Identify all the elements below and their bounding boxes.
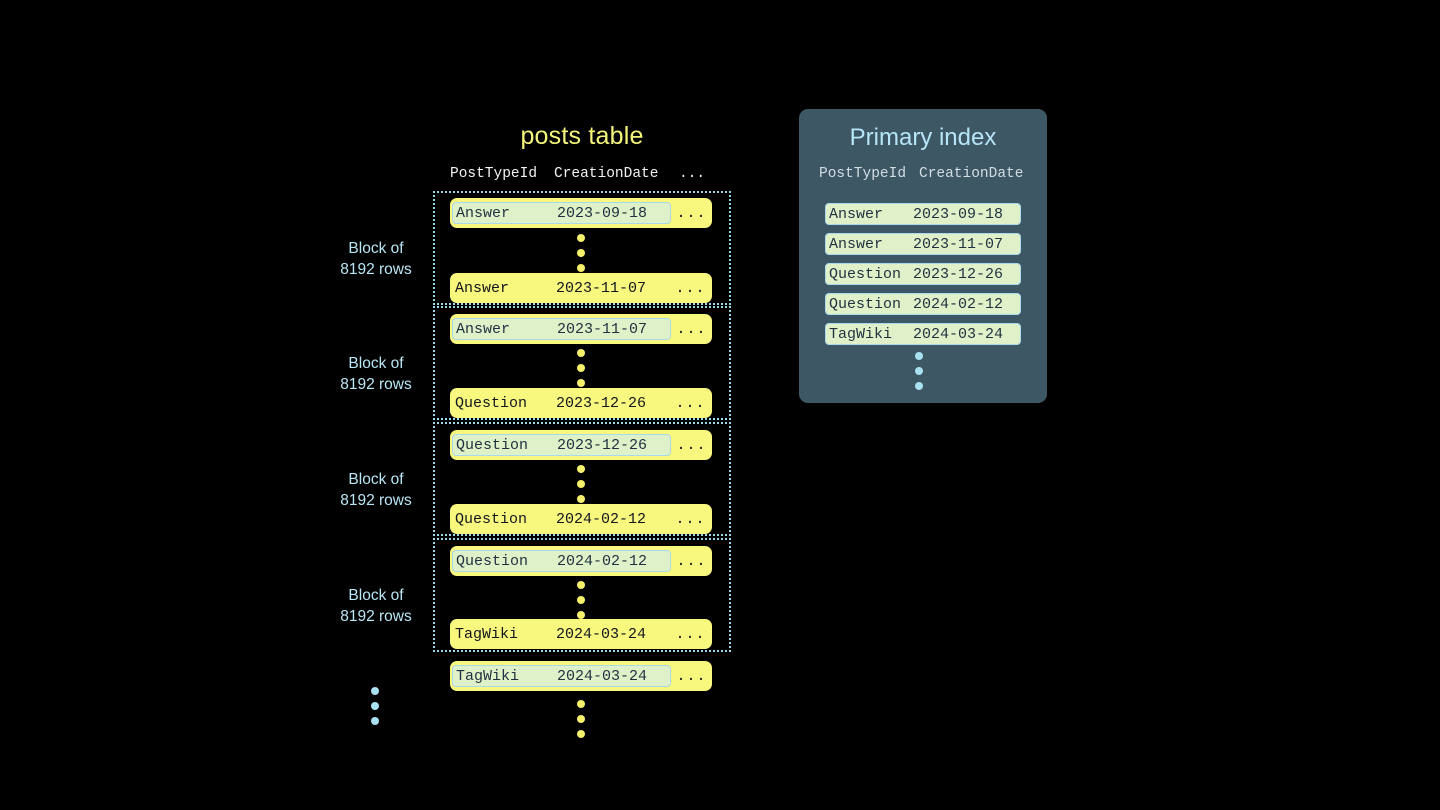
row-ellipsis: ... (675, 510, 706, 528)
pi-column-header-posttypeid: PostTypeId (819, 166, 907, 182)
row-creation-date: 2023-11-07 (556, 279, 647, 297)
row-creation-date: 2024-03-24 (557, 667, 648, 685)
block-3-label: Block of 8192 rows (306, 469, 446, 511)
block-4-label-line1: Block of (348, 587, 404, 604)
primary-index-panel: Primary index PostTypeId CreationDate An… (799, 109, 1047, 403)
block-4 (433, 538, 731, 652)
table-row: Answer 2023-11-07 ... (450, 314, 712, 344)
block-2 (433, 306, 731, 420)
row-post-type-id: Question (455, 394, 528, 412)
pi-creation-date: 2024-02-12 (913, 295, 1004, 313)
table-row: Question 2024-02-12 ... (450, 504, 712, 534)
row-post-type-id: TagWiki (456, 667, 520, 685)
list-item: Question 2024-02-12 (825, 293, 1021, 315)
row-creation-date: 2024-02-12 (557, 552, 648, 570)
row-post-type-id: Answer (455, 279, 510, 297)
primary-index-continuation-dots (913, 352, 925, 390)
row-gap-ellipsis-dots (575, 349, 587, 387)
primary-index-title: Primary index (849, 124, 997, 151)
row-ellipsis: ... (675, 394, 706, 412)
pi-post-type-id: Question (829, 265, 902, 283)
block-3-label-line2: 8192 rows (340, 492, 412, 509)
pi-creation-date: 2023-09-18 (913, 205, 1004, 223)
list-item: Answer 2023-09-18 (825, 203, 1021, 225)
block-2-label-line1: Block of (348, 355, 404, 372)
list-item: Question 2023-12-26 (825, 263, 1021, 285)
row-post-type-id: Question (456, 552, 529, 570)
table-row: Question 2023-12-26 ... (450, 388, 712, 418)
blocks-continuation-dots (369, 687, 381, 725)
block-1-label-line1: Block of (348, 240, 404, 257)
row-ellipsis: ... (676, 667, 707, 685)
row-gap-ellipsis-dots (575, 234, 587, 272)
row-post-type-id: Question (455, 510, 528, 528)
row-ellipsis: ... (676, 204, 707, 222)
block-4-label: Block of 8192 rows (306, 585, 446, 627)
row-ellipsis: ... (676, 320, 707, 338)
block-4-label-line2: 8192 rows (340, 608, 412, 625)
block-3 (433, 422, 731, 536)
posts-table-title: posts table (520, 122, 644, 150)
block-1 (433, 191, 731, 305)
block-3-label-line1: Block of (348, 471, 404, 488)
row-ellipsis: ... (675, 625, 706, 643)
row-creation-date: 2024-03-24 (556, 625, 647, 643)
row-post-type-id: TagWiki (455, 625, 519, 643)
posts-table-column-headers: PostTypeId CreationDate ... (450, 166, 714, 182)
row-post-type-id: Answer (456, 320, 511, 338)
row-ellipsis: ... (676, 436, 707, 454)
table-row: TagWiki 2024-03-24 ... (450, 619, 712, 649)
pi-post-type-id: Answer (829, 235, 884, 253)
column-header-ellipsis: ... (678, 166, 706, 182)
block-1-label: Block of 8192 rows (306, 238, 446, 280)
pi-post-type-id: Answer (829, 205, 884, 223)
row-creation-date: 2024-02-12 (556, 510, 647, 528)
pi-creation-date: 2023-12-26 (913, 265, 1004, 283)
block-2-label-line2: 8192 rows (340, 376, 412, 393)
list-item: Answer 2023-11-07 (825, 233, 1021, 255)
block-2-label: Block of 8192 rows (306, 353, 446, 395)
row-creation-date: 2023-12-26 (557, 436, 648, 454)
row-creation-date: 2023-09-18 (557, 204, 648, 222)
block-1-label-line2: 8192 rows (340, 261, 412, 278)
row-gap-ellipsis-dots (575, 581, 587, 619)
pi-creation-date: 2023-11-07 (913, 235, 1004, 253)
pi-post-type-id: Question (829, 295, 902, 313)
row-ellipsis: ... (675, 279, 706, 297)
table-row: Question 2023-12-26 ... (450, 430, 712, 460)
primary-index-entries: Answer 2023-09-18 Answer 2023-11-07 Ques… (825, 203, 1021, 345)
row-post-type-id: Question (456, 436, 529, 454)
row-post-type-id: Answer (456, 204, 511, 222)
column-header-creationdate: CreationDate (554, 166, 659, 182)
row-ellipsis: ... (676, 552, 707, 570)
pi-post-type-id: TagWiki (829, 325, 893, 343)
table-row-trailing: TagWiki 2024-03-24 ... (450, 661, 712, 691)
table-row: Answer 2023-11-07 ... (450, 273, 712, 303)
row-creation-date: 2023-12-26 (556, 394, 647, 412)
table-row: Question 2024-02-12 ... (450, 546, 712, 576)
list-item: TagWiki 2024-03-24 (825, 323, 1021, 345)
pi-column-header-creationdate: CreationDate (919, 166, 1024, 182)
table-continuation-dots (575, 700, 587, 738)
pi-creation-date: 2024-03-24 (913, 325, 1004, 343)
row-gap-ellipsis-dots (575, 465, 587, 503)
table-row: Answer 2023-09-18 ... (450, 198, 712, 228)
row-creation-date: 2023-11-07 (557, 320, 648, 338)
primary-index-column-headers: PostTypeId CreationDate (819, 166, 1029, 182)
column-header-posttypeid: PostTypeId (450, 166, 538, 182)
